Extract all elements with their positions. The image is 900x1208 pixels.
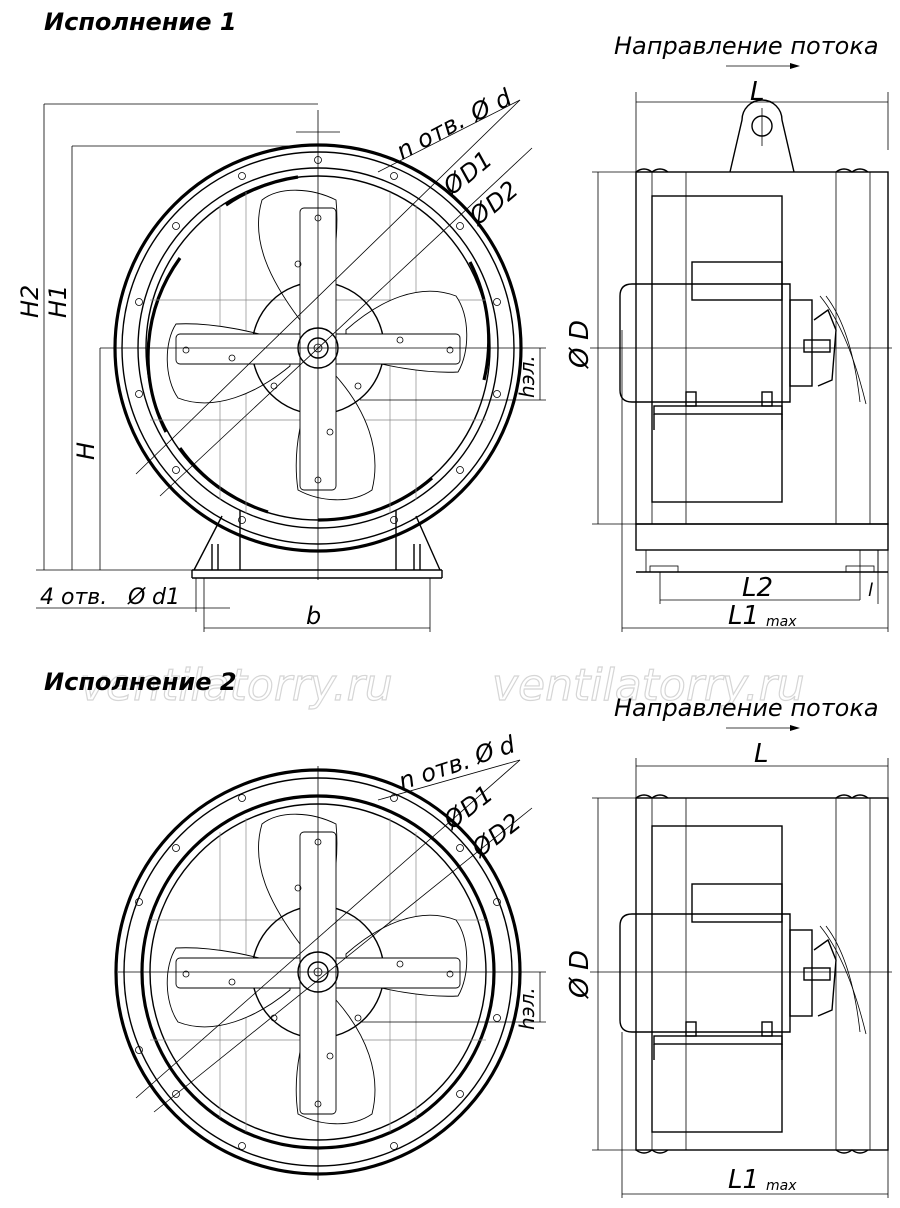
- view-2-flow-arrow: [726, 725, 800, 731]
- view-2-hel-label: hэл.: [515, 987, 539, 1030]
- view-2-L1-sub: max: [766, 1178, 797, 1194]
- view-2-title: Исполнение 2: [44, 668, 237, 696]
- view-1-base-diam-symbol: Ø: [127, 585, 146, 610]
- view-1-H1-label: H1: [44, 285, 72, 318]
- view-1-holes-diam-symbol: Ø: [465, 93, 497, 128]
- view-2-holes-d-label: d: [495, 730, 519, 762]
- view-2-L-label: L: [754, 739, 769, 769]
- view-2-front: [114, 759, 546, 1180]
- view-1-bolt-holes: [135, 156, 501, 524]
- view-1-holes-label: n отв.: [392, 106, 470, 165]
- view-1-L-label: L: [750, 77, 765, 107]
- view-1-D-symbol: Ø: [565, 346, 595, 369]
- view-1-impeller: [166, 189, 468, 501]
- view-1-flow-arrow: [726, 63, 800, 69]
- view-1-flow-label: Направление потока: [614, 32, 879, 60]
- view-2-impeller: [166, 813, 468, 1125]
- view-2-L1-label: L1: [728, 1165, 759, 1195]
- view-1-front: [36, 99, 546, 632]
- view-1-b-label: b: [306, 602, 321, 630]
- view-2-D-symbol: Ø: [565, 976, 595, 999]
- view-2-holes-diam-symbol: Ø: [470, 737, 499, 770]
- view-2-D-label: D: [565, 950, 595, 970]
- view-2-flow-label: Направление потока: [614, 694, 879, 722]
- watermark-left: ventilatorry.ru: [80, 660, 393, 711]
- view-1-L1-sub: max: [766, 614, 797, 630]
- view-1-title: Исполнение 1: [44, 8, 237, 36]
- view-1-l-label: l: [868, 580, 873, 601]
- view-1-L2-label: L2: [742, 573, 773, 603]
- view-1-base-d1-label: d1: [152, 585, 180, 610]
- view-2-bolt-holes: [135, 794, 501, 1150]
- view-1-H2-label: H2: [16, 285, 44, 318]
- view-1-H-label: H: [72, 442, 100, 460]
- view-1-hel-label: hэл.: [515, 355, 539, 398]
- view-2: Исполнение 2 Направление потока: [44, 668, 892, 1198]
- view-1-D-label: D: [565, 320, 595, 340]
- view-1-holes-d-label: d: [490, 83, 517, 115]
- view-1: Исполнение 1 Направление потока: [16, 8, 892, 632]
- view-2-side: [590, 758, 892, 1198]
- watermark-right: ventilatorry.ru: [492, 660, 805, 711]
- view-2-holes-label: n отв.: [395, 746, 473, 795]
- view-1-base-holes-label: 4 отв.: [40, 585, 107, 610]
- view-1-side: [590, 92, 892, 632]
- view-1-L1-label: L1: [728, 601, 759, 631]
